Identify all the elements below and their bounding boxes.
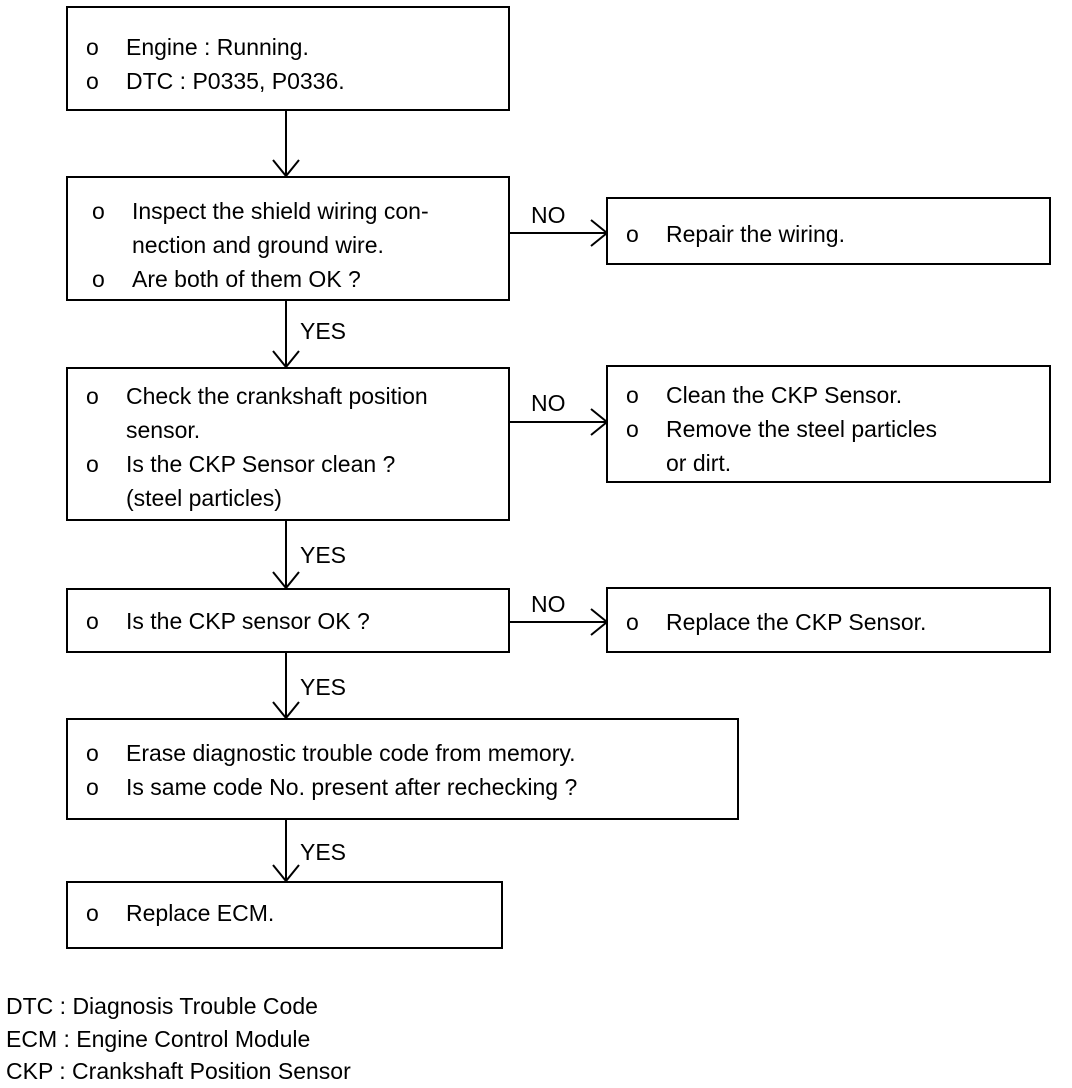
bullet-text: Are both of them OK ? [132,266,361,292]
box-clean-ckp: o Clean the CKP Sensor. o Remove the ste… [606,365,1051,483]
bullet-marker: o [86,774,99,800]
label-yes-erase: YES [300,839,347,865]
label-yes-shield: YES [300,318,347,344]
legend-ckp: CKP : Crankshaft Position Sensor [6,1058,351,1084]
bullet-text-continued: sensor. [126,417,201,443]
bullet-text: Repair the wiring. [666,221,845,247]
bullet-text: Clean the CKP Sensor. [666,382,903,408]
bullet-text-continued: nection and ground wire. [132,232,384,258]
bullet-marker: o [92,266,105,292]
box-replace-ckp: o Replace the CKP Sensor. [606,587,1051,653]
bullet-marker: o [86,608,99,634]
box-start: o Engine : Running. o DTC : P0335, P0336… [66,6,510,111]
bullet-marker: o [86,740,99,766]
bullet-text: Is the CKP Sensor clean ? [126,451,396,477]
box-erase-dtc: o Erase diagnostic trouble code from mem… [66,718,739,820]
bullet-marker: o [626,609,639,635]
bullet-text: Check the crankshaft position [126,383,428,409]
box-replace-ecm: o Replace ECM. [66,881,503,949]
bullet-text: Replace ECM. [126,900,275,926]
box-ckp-ok-check: o Is the CKP sensor OK ? [66,588,510,653]
label-no-ckp-clean: NO [531,390,566,416]
bullet-text: DTC : P0335, P0336. [126,68,345,94]
bullet-marker: o [92,198,105,224]
bullet-text: Remove the steel particles [666,416,938,442]
bullet-marker: o [626,416,639,442]
legend-dtc: DTC : Diagnosis Trouble Code [6,993,318,1019]
bullet-marker: o [626,382,639,408]
label-no-shield: NO [531,202,566,228]
box-shield-check: o Inspect the shield wiring con- nection… [66,176,510,301]
bullet-text-continued: or dirt. [666,450,732,476]
box-ckp-clean-check: o Check the crankshaft position sensor. … [66,367,510,521]
bullet-marker: o [86,68,99,94]
box-repair-wiring: o Repair the wiring. [606,197,1051,265]
bullet-marker: o [86,451,99,477]
bullet-text: Replace the CKP Sensor. [666,609,927,635]
label-yes-ckp-ok: YES [300,674,347,700]
bullet-text: Erase diagnostic trouble code from memor… [126,740,576,766]
bullet-marker: o [86,34,99,60]
legend-ecm: ECM : Engine Control Module [6,1026,311,1052]
bullet-text: Is same code No. present after recheckin… [126,774,578,800]
bullet-text: Is the CKP sensor OK ? [126,608,370,634]
bullet-text: Engine : Running. [126,34,309,60]
bullet-text-continued: (steel particles) [126,485,282,511]
bullet-marker: o [86,383,99,409]
label-yes-ckp-clean: YES [300,542,347,568]
label-no-ckp-ok: NO [531,591,566,617]
bullet-marker: o [86,900,99,926]
bullet-marker: o [626,221,639,247]
bullet-text: Inspect the shield wiring con- [132,198,429,224]
